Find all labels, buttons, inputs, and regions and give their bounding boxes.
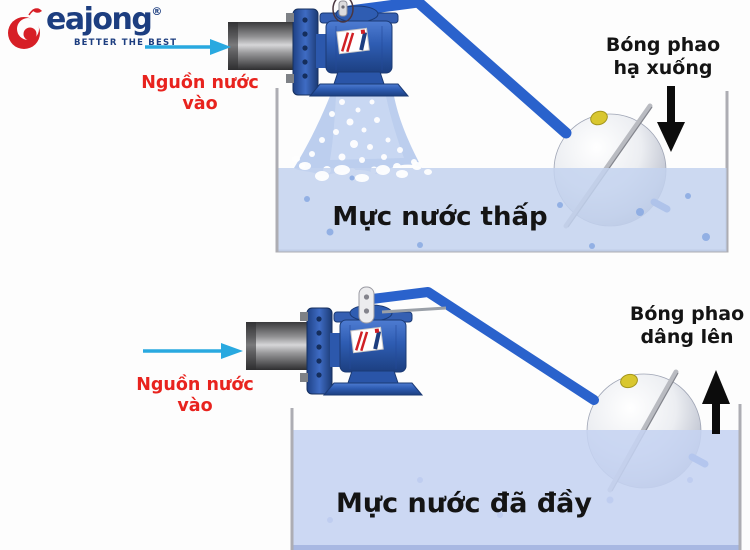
inlet-arrow-icon-low	[145, 39, 231, 55]
brand-name: eajong	[46, 2, 153, 37]
scene-full-water	[143, 286, 742, 550]
valve-brand-label	[336, 27, 370, 55]
float-label-line2: dâng lên	[640, 326, 734, 349]
float-label-line2: hạ xuống	[613, 57, 713, 80]
lever-bracket	[358, 286, 375, 324]
valve-lever-full	[367, 287, 599, 405]
water-full	[293, 430, 739, 550]
inlet-label-low: Nguồn nước vào	[141, 73, 259, 114]
inlet-label-full: Nguồn nước vào	[136, 375, 254, 416]
water-low	[278, 156, 727, 252]
water-level-label-low: Mực nước thấp	[332, 202, 548, 232]
supply-pipe-low	[228, 22, 302, 70]
splash-foam	[292, 156, 432, 182]
valve-lever-low	[344, 0, 572, 139]
inlet-arrow-icon-full	[143, 343, 243, 359]
seajong-swirl-icon	[8, 8, 42, 49]
brand-logo: eajong® BETTER THE BEST	[8, 5, 177, 53]
lever-pivot-pin	[332, 0, 354, 23]
float-cap	[620, 373, 638, 389]
float-status-label-full: Bóng phao dâng lên	[624, 303, 750, 349]
brand-tagline: BETTER THE BEST	[74, 38, 178, 48]
water-level-label-full: Mực nước đã đầy	[336, 488, 592, 519]
water-spray	[294, 96, 425, 176]
float-label-line1: Bóng phao	[605, 34, 721, 56]
down-arrow-icon	[657, 86, 685, 152]
valve-body-full	[300, 286, 447, 396]
float-status-label-low: Bóng phao hạ xuống	[600, 34, 726, 80]
valve-body-low	[286, 0, 410, 97]
lever-guide-bar	[381, 306, 447, 314]
float-label-line1: Bóng phao	[629, 303, 745, 325]
up-arrow-icon	[702, 370, 730, 434]
float-cap	[590, 110, 608, 126]
valve-brand-label	[350, 326, 384, 354]
registered-mark-icon: ®	[151, 5, 163, 18]
scene-low-water	[145, 0, 729, 253]
supply-pipe-full	[246, 322, 308, 370]
